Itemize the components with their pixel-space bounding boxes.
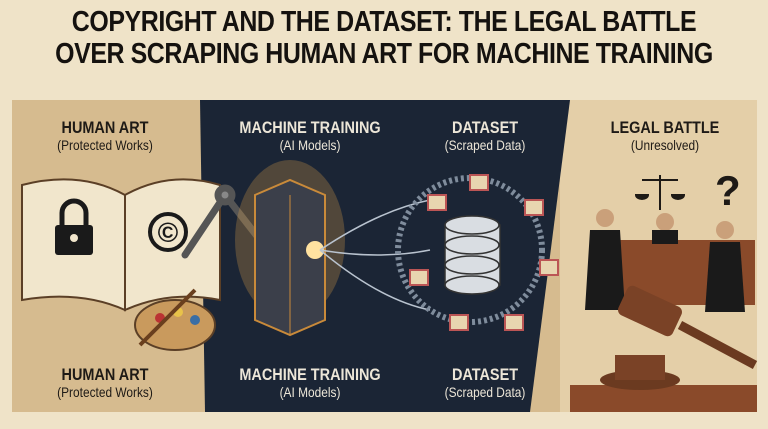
question-mark-icon: ? [715,167,741,214]
gavel-icon [570,285,758,412]
subheading: (Protected Works) [57,137,153,153]
subheading: (AI Models) [279,137,341,153]
label-dataset-bottom: DATASET (Scraped Data) [400,365,570,400]
label-legal-battle: LEGAL BATTLE (Unresolved) [580,118,750,153]
svg-text:©: © [158,217,179,248]
heading: DATASET [451,118,519,137]
label-human-art-top: HUMAN ART (Protected Works) [20,118,190,153]
paint-palette-icon [134,288,216,351]
label-machine-training-top: MACHINE TRAINING (AI Models) [225,118,395,153]
padlock-icon [55,198,93,255]
subheading: (Scraped Data) [444,384,526,400]
copyright-icon: © [148,212,188,252]
subheading: (Protected Works) [57,384,153,400]
heading: MACHINE TRAINING [239,365,381,384]
heading: HUMAN ART [61,365,149,384]
subheading: (Unresolved) [630,137,700,153]
image-thumbnail-icon [409,174,559,331]
title-line-2: OVER SCRAPING HUMAN ART FOR MACHINE TRAI… [55,38,713,70]
heading: HUMAN ART [61,118,149,137]
scales-of-justice-icon [634,175,686,210]
title-line-1: COPYRIGHT AND THE DATASET: THE LEGAL BAT… [71,6,697,38]
server-icon [235,160,345,337]
database-icon [444,215,501,295]
courtroom-figures [585,209,755,312]
heading: MACHINE TRAINING [239,118,381,137]
subheading: (Scraped Data) [444,137,526,153]
heading: DATASET [451,365,519,384]
label-dataset-top: DATASET (Scraped Data) [400,118,570,153]
binary-stream [319,199,431,311]
robot-arm-icon [181,184,264,259]
subheading: (AI Models) [279,384,341,400]
label-human-art-bottom: HUMAN ART (Protected Works) [20,365,190,400]
label-machine-training-bottom: MACHINE TRAINING (AI Models) [225,365,395,400]
heading: LEGAL BATTLE [610,118,720,137]
